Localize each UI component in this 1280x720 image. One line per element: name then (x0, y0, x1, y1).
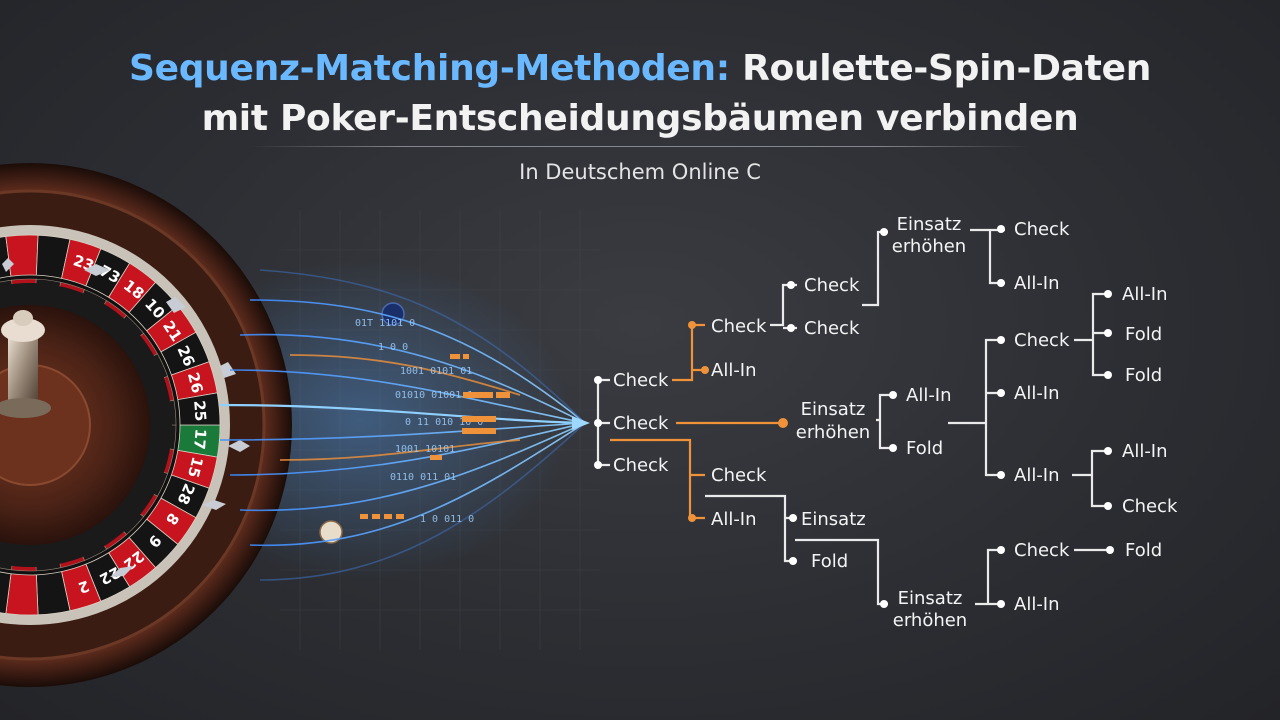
node-l4-erhoehen-b: erhöhen (893, 610, 967, 631)
node-l3-check-b: Check (804, 318, 860, 339)
tree-labels: Check Check Check Check All-In Einsatz e… (613, 214, 1178, 631)
data-blocks (360, 354, 510, 519)
node-l1-check-b: Check (613, 413, 669, 434)
node-l2-einsatz: Einsatz (801, 399, 866, 420)
stream-arrowhead (572, 416, 590, 430)
node-l5-allin-d: All-In (1122, 441, 1168, 462)
ivory-ball (319, 520, 343, 544)
wheel-number: 25 (190, 400, 210, 422)
binary-row: 1 0 011 0 (420, 514, 474, 525)
binary-row: 01T 1101 0 (355, 318, 415, 329)
binary-row: 01010 01001 1 (395, 390, 473, 401)
wheel-number: 26 (184, 370, 207, 395)
node-l5-check-b: Check (1014, 540, 1070, 561)
node-l3-check-a: Check (804, 275, 860, 296)
node-l3-fold-a: Fold (906, 438, 943, 459)
node-l4-einsatz-a: Einsatz (897, 214, 962, 235)
node-l6-fold-c: Fold (1125, 540, 1162, 561)
binary-row: 1 0 0 (378, 342, 408, 353)
node-l6-fold-a: Fold (1125, 324, 1162, 345)
wheel-pocket (0, 571, 12, 614)
wheel-number: 17 (190, 428, 210, 450)
wheel-number: 15 (184, 455, 207, 480)
binary-row: 0 11 010 10 0 (405, 417, 483, 428)
node-l1-check-c: Check (613, 455, 669, 476)
node-l3-einsatz: Einsatz (801, 509, 866, 530)
node-l4-erhoehen-a: erhöhen (892, 236, 966, 257)
node-l6-allin: All-In (1122, 284, 1168, 305)
node-l5-check-c: Check (1122, 496, 1178, 517)
decision-tree (594, 225, 1114, 608)
node-l2-allin-a: All-In (711, 360, 757, 381)
node-l5-allin-a: All-In (1014, 273, 1060, 294)
node-l3-allin: All-In (906, 385, 952, 406)
wheel-pocket (5, 573, 39, 616)
node-l2-check-a: Check (711, 316, 767, 337)
binary-row: 1001 0101 01 (400, 366, 472, 377)
node-l5-allin-c: All-In (1014, 465, 1060, 486)
data-stream (219, 269, 586, 581)
node-l4-allin: All-In (1014, 383, 1060, 404)
node-l3-fold-b: Fold (811, 551, 848, 572)
title-accent: Sequenz-Matching-Methoden: (128, 48, 730, 89)
node-l1-check-a: Check (613, 370, 669, 391)
subtitle: In Deutschem Online C (519, 160, 761, 184)
wheel-pocket (5, 234, 39, 277)
node-l2-check-b: Check (711, 465, 767, 486)
node-l5-check-a: Check (1014, 219, 1070, 240)
title-divider (250, 146, 1030, 147)
node-l6-fold-b: Fold (1125, 365, 1162, 386)
node-l5-allin-b: All-In (1014, 594, 1060, 615)
title-line-2: mit Poker-Entscheidungsbäumen verbinden (201, 98, 1079, 139)
binary-row: 1001 10101 (395, 444, 455, 455)
title-rest: Roulette-Spin-Daten (742, 48, 1152, 89)
binary-rows: 01T 1101 0 1 0 0 1001 0101 01 01010 01001 1… (355, 318, 483, 525)
page-title: Sequenz-Matching-Methoden: Roulette-Spin… (0, 44, 1280, 144)
node-l4-check: Check (1014, 330, 1070, 351)
node-l2-allin-b: All-In (711, 509, 757, 530)
binary-row: 0110 011 01 (390, 472, 456, 483)
node-l2-erhoehen: erhöhen (796, 422, 870, 443)
node-l4-einsatz-b: Einsatz (898, 588, 963, 609)
wheel-pocket (177, 392, 221, 426)
